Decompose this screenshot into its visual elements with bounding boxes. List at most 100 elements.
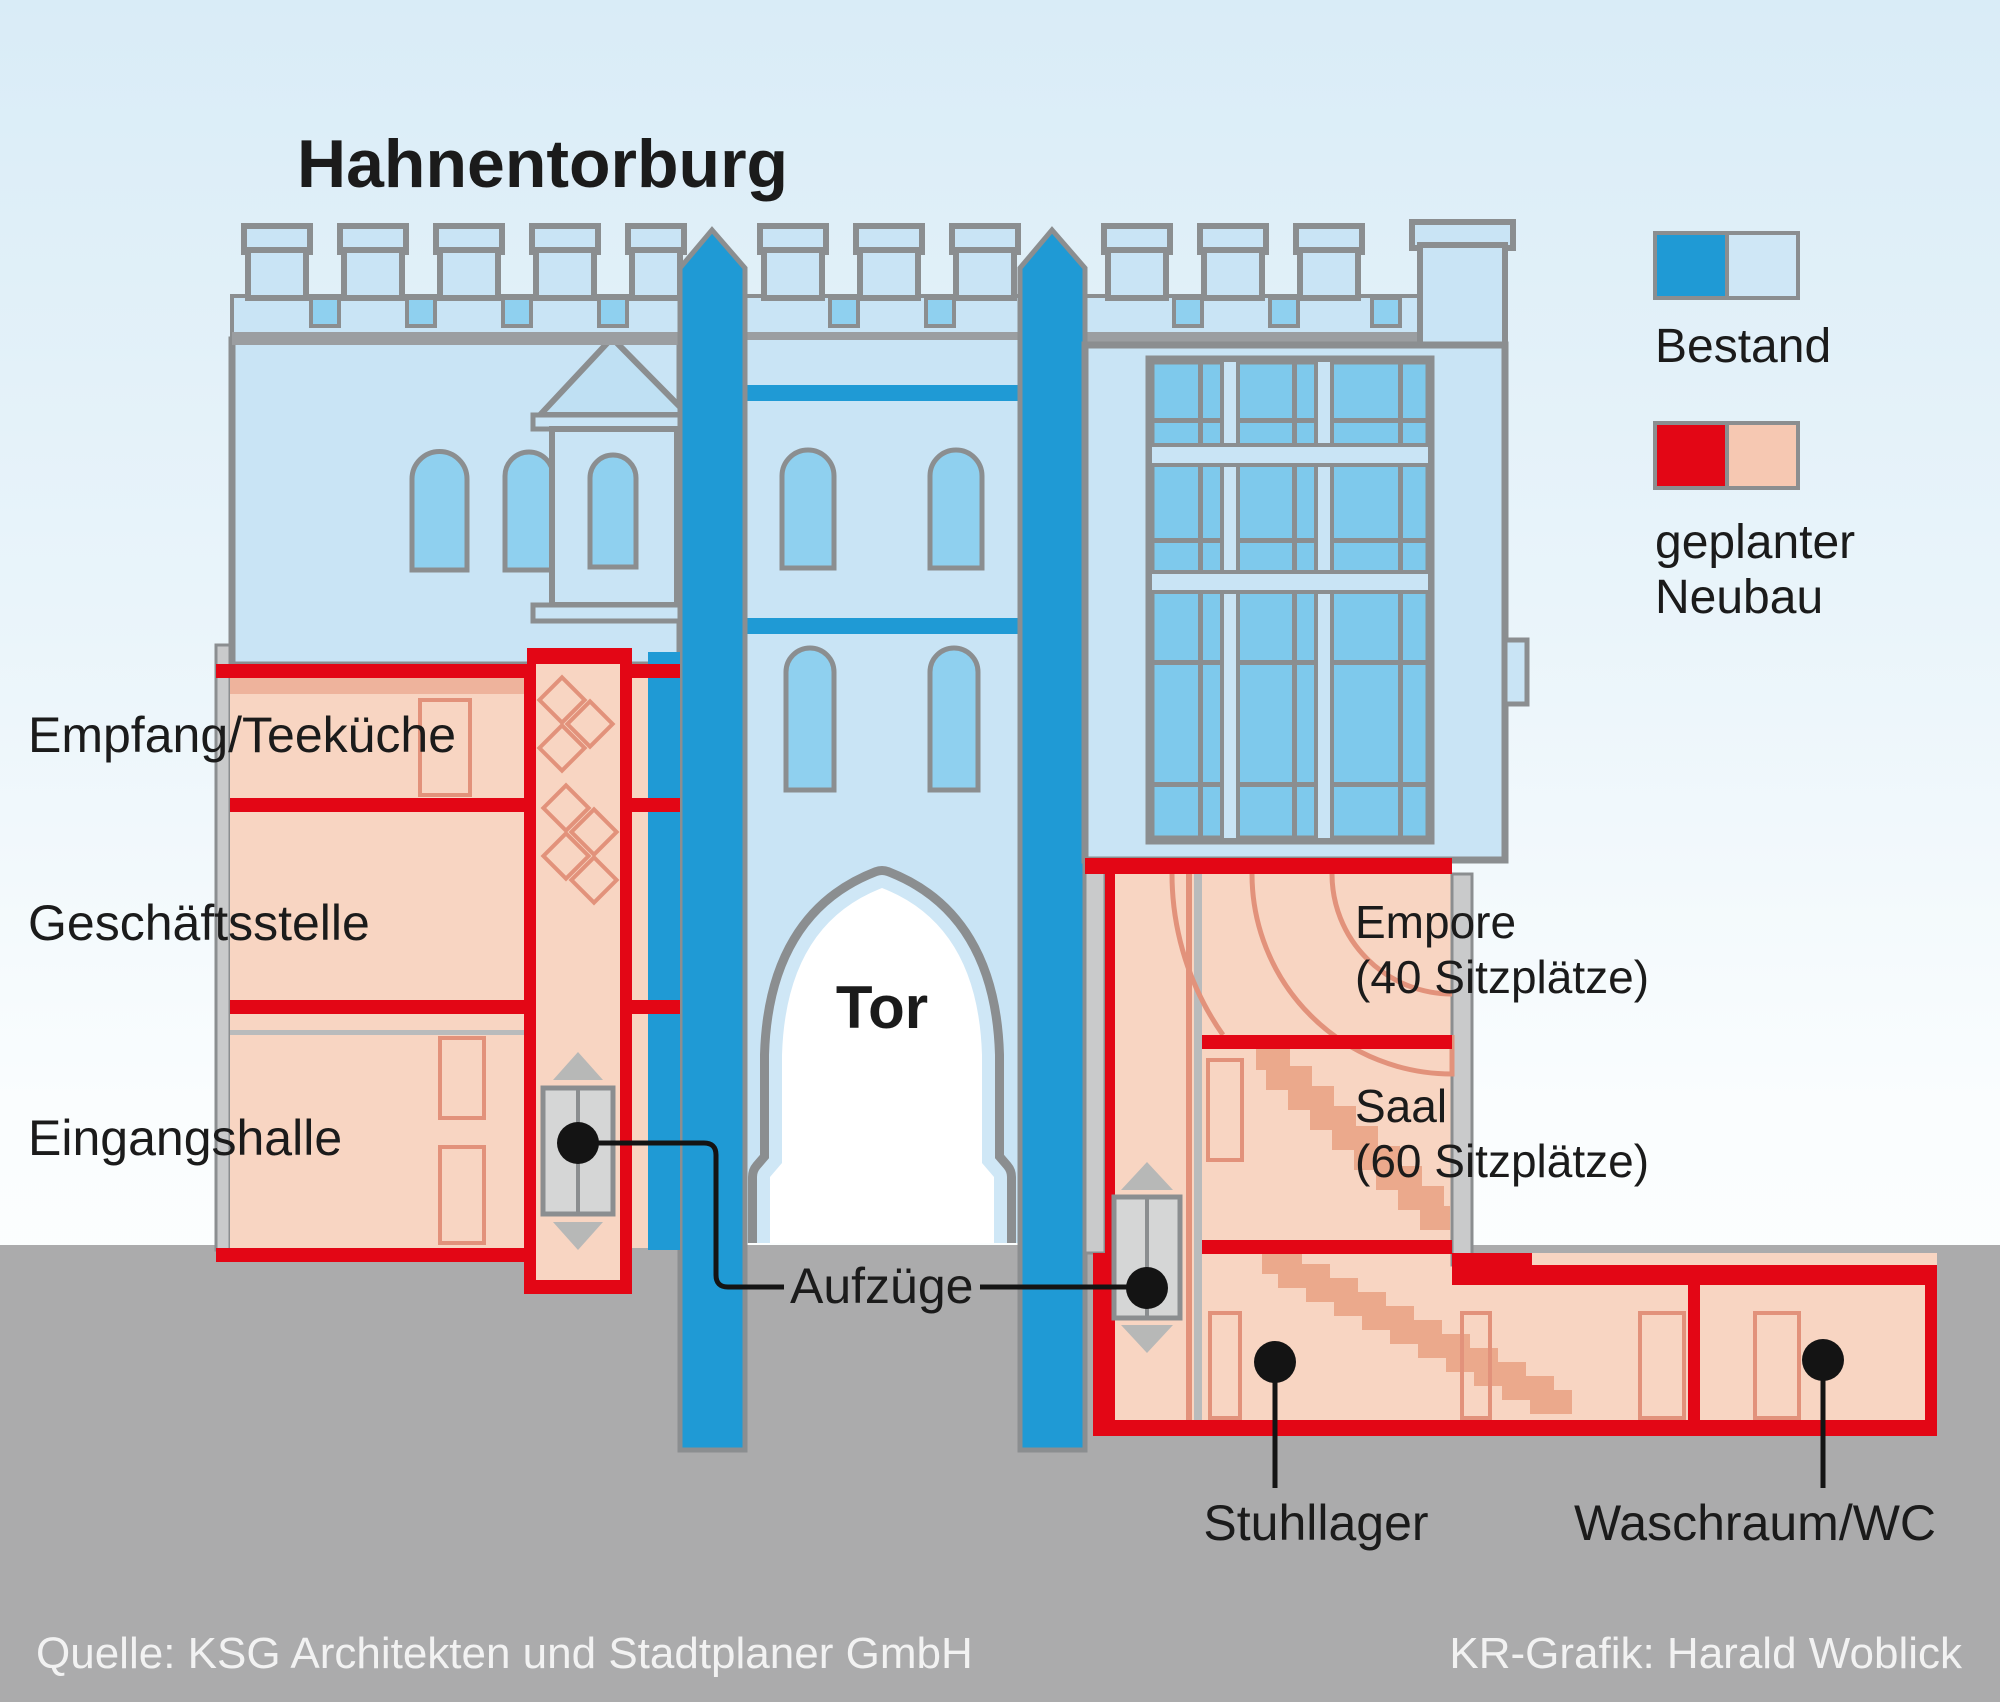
arc (1249, 873, 1455, 1077)
label-saal-seats: (60 Sitzplätze) (1355, 1135, 1649, 1187)
grid-thin-line (1150, 418, 1430, 423)
footer-credit: KR-Grafik: Harald Woblick (1449, 1629, 1963, 1678)
diamond (564, 698, 616, 750)
red-basement-bottom (1093, 1420, 1937, 1436)
embrasure (924, 296, 956, 328)
legend-label-bestand: Bestand (1655, 320, 1831, 373)
arch-window (779, 447, 837, 571)
label-saal: Saal (1355, 1080, 1447, 1132)
legend: Bestand geplanter Neubau (1653, 231, 1855, 624)
arch-window (927, 447, 985, 571)
merlon-corner (1417, 242, 1508, 348)
label-tor: Tor (836, 974, 928, 1041)
label-aufzuege: Aufzüge (790, 1258, 973, 1314)
grid-thin-line (1292, 360, 1297, 840)
grid-mullion (1314, 358, 1334, 842)
old-wall-strip (1083, 856, 1107, 1255)
arrow-up-icon (1121, 1162, 1173, 1190)
side-wall-existing (648, 652, 680, 1250)
grid-thin-line (1398, 360, 1403, 840)
legend-swatch-bestand-dark (1653, 231, 1729, 300)
merlon (1297, 247, 1361, 301)
neubau-left-red (216, 648, 680, 1294)
embrasure (1172, 296, 1204, 328)
battlements (241, 219, 1516, 348)
leader-dots (557, 1122, 1844, 1383)
diamond (540, 830, 592, 882)
arch-window (783, 645, 837, 793)
legend-swatch-neubau-dark (1653, 421, 1729, 490)
turret-base (530, 602, 698, 624)
embrasure (405, 296, 437, 328)
gate-floor-slab (745, 385, 1020, 401)
grid-thin-line (1150, 538, 1430, 543)
leader-lines (598, 1140, 1826, 1488)
diamond (536, 722, 588, 774)
salmon-sliver (632, 664, 648, 1248)
label-geschaeftsstelle: Geschäftsstelle (28, 895, 370, 951)
embrasure (597, 296, 629, 328)
door-outline (1753, 1311, 1801, 1420)
door-outline (418, 698, 472, 797)
interior-doors (418, 698, 486, 1245)
label-empore-seats: (40 Sitzplätze) (1355, 951, 1649, 1003)
red-roof (1085, 858, 1452, 874)
merlon (761, 247, 825, 301)
grid-transom (1148, 570, 1432, 594)
red-basement-divider (1688, 1285, 1700, 1420)
gate-floor-slab (745, 618, 1020, 634)
stair-basement (1262, 1250, 1572, 1414)
embrasure (828, 296, 860, 328)
merlon (533, 247, 597, 301)
gray-mullion (1194, 874, 1202, 1434)
label-empore: Empore (1355, 896, 1516, 948)
neubau-right-red (1085, 858, 1937, 1436)
red-wall-divider (524, 664, 536, 1248)
leader-aufzuege-left (598, 1140, 784, 1290)
arch-window (409, 449, 470, 573)
arch-window (927, 645, 981, 793)
stair-saal (1256, 1046, 1450, 1230)
gate-pier-right (1017, 226, 1088, 1453)
legend-swatch-neubau-light (1725, 421, 1800, 490)
interior-line (230, 1030, 524, 1035)
legend-swatch-bestand-light (1725, 231, 1800, 300)
diamond (536, 674, 588, 726)
grid-transom (1148, 443, 1432, 467)
grid-thin-line (1150, 660, 1430, 665)
merlon (953, 247, 1017, 301)
red-wall-left (1105, 874, 1115, 1434)
neubau-right (1083, 856, 1937, 1436)
door-outline (438, 1036, 486, 1120)
merlon (629, 247, 683, 301)
arch-opening (770, 888, 994, 1243)
red-slab (1202, 1035, 1452, 1049)
arrow-down-icon (1121, 1325, 1173, 1353)
embrasure (1268, 296, 1300, 328)
red-slab (230, 1000, 524, 1014)
red-basement-left (1093, 1253, 1105, 1436)
room-block (230, 664, 524, 1248)
leader-dot (1126, 1267, 1168, 1309)
red-roof-shaft (527, 648, 630, 664)
leader-dot (557, 1122, 599, 1164)
door-outline (1208, 1311, 1242, 1420)
embrasure (1370, 296, 1402, 328)
label-empfang: Empfang/Teeküche (28, 707, 456, 763)
shaft-line (1186, 874, 1192, 1434)
legend-label-neubau-line1: geplanter (1655, 516, 1855, 569)
turret (530, 333, 698, 624)
diamond-pattern (536, 674, 620, 906)
gate-pier-left (677, 226, 748, 1453)
diamond (568, 854, 620, 906)
page-title: Hahnentorburg (297, 126, 788, 202)
grid-thin-line (1150, 782, 1430, 787)
red-slab-stub (632, 798, 680, 812)
basement-doors (1206, 1058, 1801, 1420)
gate-arch (748, 866, 1016, 1243)
merlon (245, 247, 309, 301)
grid-thin-line (1198, 360, 1203, 840)
label-stuhllager: Stuhllager (1203, 1495, 1428, 1551)
red-roof-stub (632, 664, 680, 678)
